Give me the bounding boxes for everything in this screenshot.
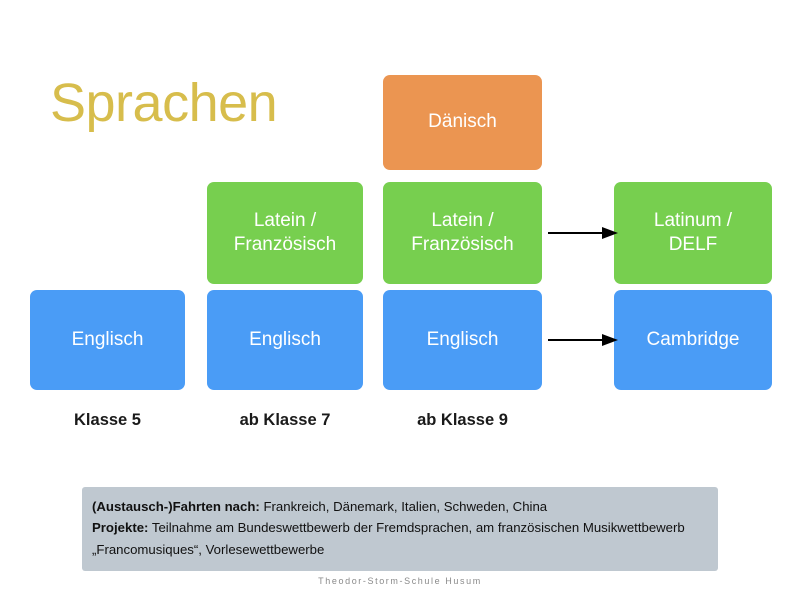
box-englisch-klasse5[interactable]: Englisch — [30, 290, 185, 390]
box-latinum-delf-line1: Latinum / — [653, 209, 733, 231]
box-latinum-delf-text: Latinum / DELF — [654, 209, 732, 258]
page-title: Sprachen — [50, 73, 278, 133]
box-englisch-k9-label: Englisch — [426, 328, 499, 350]
box-englisch-klasse9[interactable]: Englisch — [383, 290, 542, 390]
info-fahrten-text: Frankreich, Dänemark, Italien, Schweden,… — [259, 499, 548, 514]
label-ab-klasse-9: ab Klasse 9 — [417, 411, 508, 429]
info-projekte-label: Projekte: — [92, 520, 149, 536]
box-daenisch[interactable]: Dänisch — [383, 75, 542, 170]
info-fahrten-row: (Austausch-)Fahrten nach: Frankreich, Dä… — [92, 496, 708, 517]
box-englisch-klasse7[interactable]: Englisch — [207, 290, 363, 390]
box-latein-k9-line1: Latein / — [431, 209, 494, 231]
box-latein-franzoesisch-klasse7[interactable]: Latein / Französisch — [207, 182, 363, 284]
box-englisch-k5-label: Englisch — [71, 328, 144, 350]
info-fahrten-label: (Austausch-)Fahrten nach: — [92, 499, 260, 514]
label-ab-klasse-7: ab Klasse 7 — [239, 411, 331, 429]
arrow-right-icon-latein-to-latinum — [548, 225, 618, 241]
box-latein-k9-line2: Französisch — [411, 234, 514, 255]
box-cambridge[interactable]: Cambridge — [614, 290, 772, 390]
info-panel: (Austausch-)Fahrten nach: Frankreich, Dä… — [82, 487, 718, 572]
footer-school-name: Theodor-Storm-Schule Husum — [318, 576, 482, 586]
box-latinum-delf-line2: DELF — [668, 234, 718, 255]
box-latein-k7-text: Latein / Französisch — [234, 209, 336, 258]
box-latein-franzoesisch-klasse9[interactable]: Latein / Französisch — [383, 182, 542, 284]
arrow-right-icon-englisch-to-cambridge — [548, 332, 618, 348]
box-latein-k9-text: Latein / Französisch — [411, 209, 513, 258]
box-latinum-delf[interactable]: Latinum / DELF — [614, 182, 772, 284]
box-englisch-k7-label: Englisch — [249, 328, 321, 350]
box-cambridge-label: Cambridge — [646, 328, 740, 350]
label-klasse-5: Klasse 5 — [74, 411, 141, 429]
info-projekte-text: Teilnahme am Bundeswettbewerb der Fremds… — [92, 520, 685, 557]
box-latein-k7-line2: Französisch — [233, 234, 337, 255]
box-daenisch-label: Dänisch — [428, 111, 497, 133]
box-latein-k7-line1: Latein / — [253, 209, 317, 231]
info-projekte-row: Projekte: Teilnahme am Bundeswettbewerb … — [92, 517, 708, 560]
